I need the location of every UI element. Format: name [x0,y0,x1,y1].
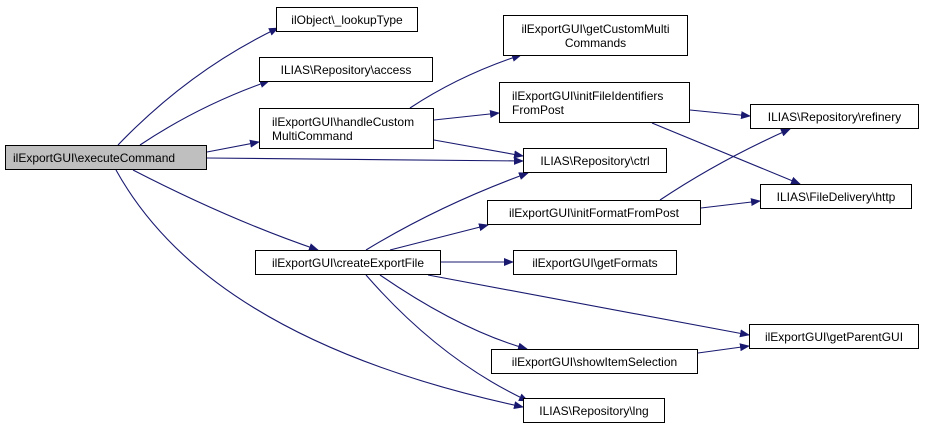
node-repository-access[interactable]: ILIAS\Repository\access [259,57,433,82]
node-handle-custom-multi-command[interactable]: ilExportGUI\handleCustom MultiCommand [259,108,434,149]
edge-create-to-lng [365,274,529,402]
node-get-parent-gui[interactable]: ilExportGUI\getParentGUI [749,324,919,349]
edge-init-file-ids-to-refinery [689,109,751,120]
edge-handle-to-init-file-ids [433,109,500,121]
node-init-format-from-post[interactable]: ilExportGUI\initFormatFromPost [487,200,701,225]
node-file-delivery-http[interactable]: ILIAS\FileDelivery\http [760,184,912,209]
edge-handle-to-ctrl [433,139,524,159]
node-repository-ctrl[interactable]: ILIAS\Repository\ctrl [523,148,667,173]
edge-handle-to-get-custom-multi [409,54,522,109]
edge-execute-to-handle-custom [206,139,260,153]
node-get-formats[interactable]: ilExportGUI\getFormats [513,250,677,275]
edge-create-to-parent-gui [427,274,750,338]
edge-create-to-ctrl [365,172,529,251]
edge-init-file-ids-to-http [651,122,801,185]
edge-execute-to-access [139,80,270,146]
node-create-export-file[interactable]: ilExportGUI\createExportFile [255,250,441,275]
edge-execute-to-lng [115,169,524,410]
edge-show-item-to-parent-gui [697,343,750,354]
edge-init-format-to-http [700,198,761,209]
edge-init-format-to-refinery [659,128,791,201]
edge-execute-to-ctrl [206,156,524,165]
edge-create-to-show-item [379,274,528,351]
node-execute-command[interactable]: ilExportGUI\executeCommand [5,145,207,170]
node-repository-refinery[interactable]: ILIAS\Repository\refinery [750,104,919,129]
edge-create-to-init-format [389,223,489,251]
edge-execute-to-lookup-type [117,27,279,146]
edge-execute-to-create-export-file [132,169,319,251]
node-init-file-identifiers-from-post[interactable]: ilExportGUI\initFileIdentifiers FromPost [499,82,690,123]
node-repository-lng[interactable]: ILIAS\Repository\lng [523,398,665,423]
node-show-item-selection[interactable]: ilExportGUI\showItemSelection [491,349,698,374]
node-lookup-type[interactable]: ilObject\_lookupType [276,7,418,32]
node-get-custom-multi-commands[interactable]: ilExportGUI\getCustomMulti Commands [503,15,688,56]
